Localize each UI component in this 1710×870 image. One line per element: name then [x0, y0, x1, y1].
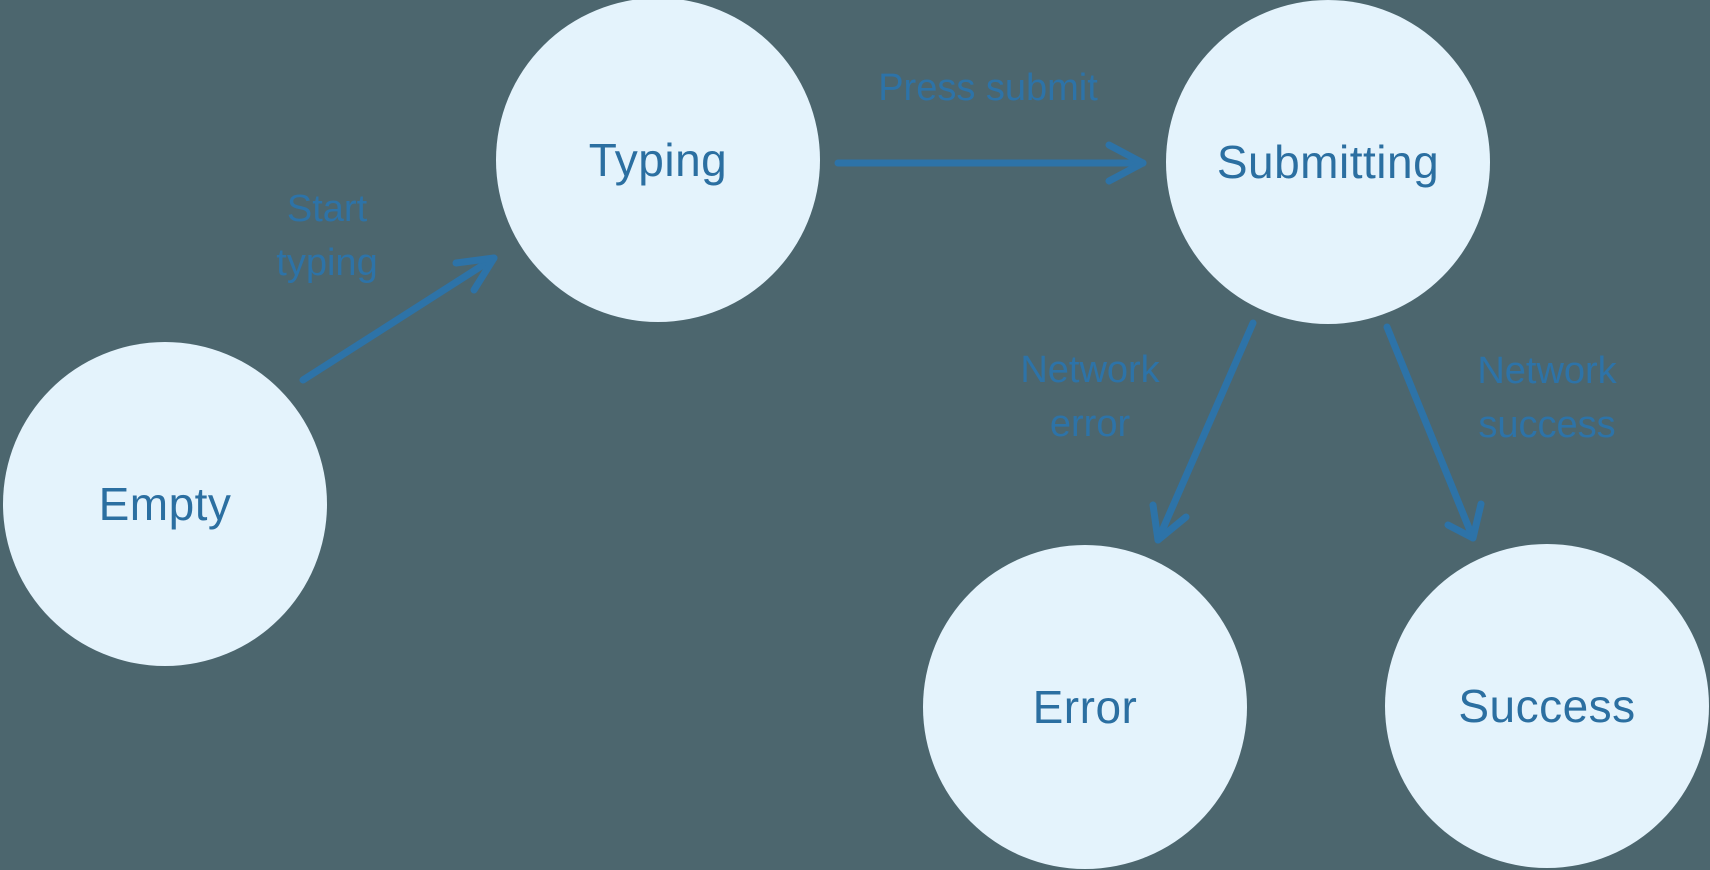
state-node-submitting-label: Submitting	[1216, 136, 1440, 188]
state-node-error-label: Error	[1032, 681, 1138, 733]
arrow-network-success	[1383, 323, 1485, 542]
edge-label-start-typing: Start typing	[276, 182, 377, 290]
edge-label-network-error-line2: error	[1049, 403, 1131, 445]
edge-label-start-typing-line2: typing	[276, 242, 378, 284]
edge-label-press-submit: Press submit	[878, 61, 1098, 115]
edge-label-network-error-line1: Network	[1020, 349, 1160, 391]
state-node-success: Success	[1385, 544, 1709, 868]
state-node-success-label: Success	[1458, 680, 1636, 732]
edge-label-network-success-line2: success	[1478, 404, 1616, 446]
arrow-press-submit	[834, 141, 1147, 185]
edge-label-start-typing-line1: Start	[286, 188, 368, 230]
edge-label-network-success-line1: Network	[1477, 350, 1617, 392]
arrow-network-error	[1149, 319, 1257, 544]
edge-label-network-error: Network error	[1020, 343, 1159, 451]
state-node-empty-label: Empty	[98, 478, 232, 530]
state-node-typing: Typing	[496, 0, 820, 322]
state-node-submitting: Submitting	[1166, 0, 1490, 324]
state-node-empty: Empty	[3, 342, 327, 666]
state-node-typing-label: Typing	[588, 134, 728, 186]
edge-label-network-success: Network success	[1477, 344, 1616, 452]
state-node-error: Error	[923, 545, 1247, 869]
edge-label-press-submit-line1: Press submit	[878, 67, 1098, 109]
